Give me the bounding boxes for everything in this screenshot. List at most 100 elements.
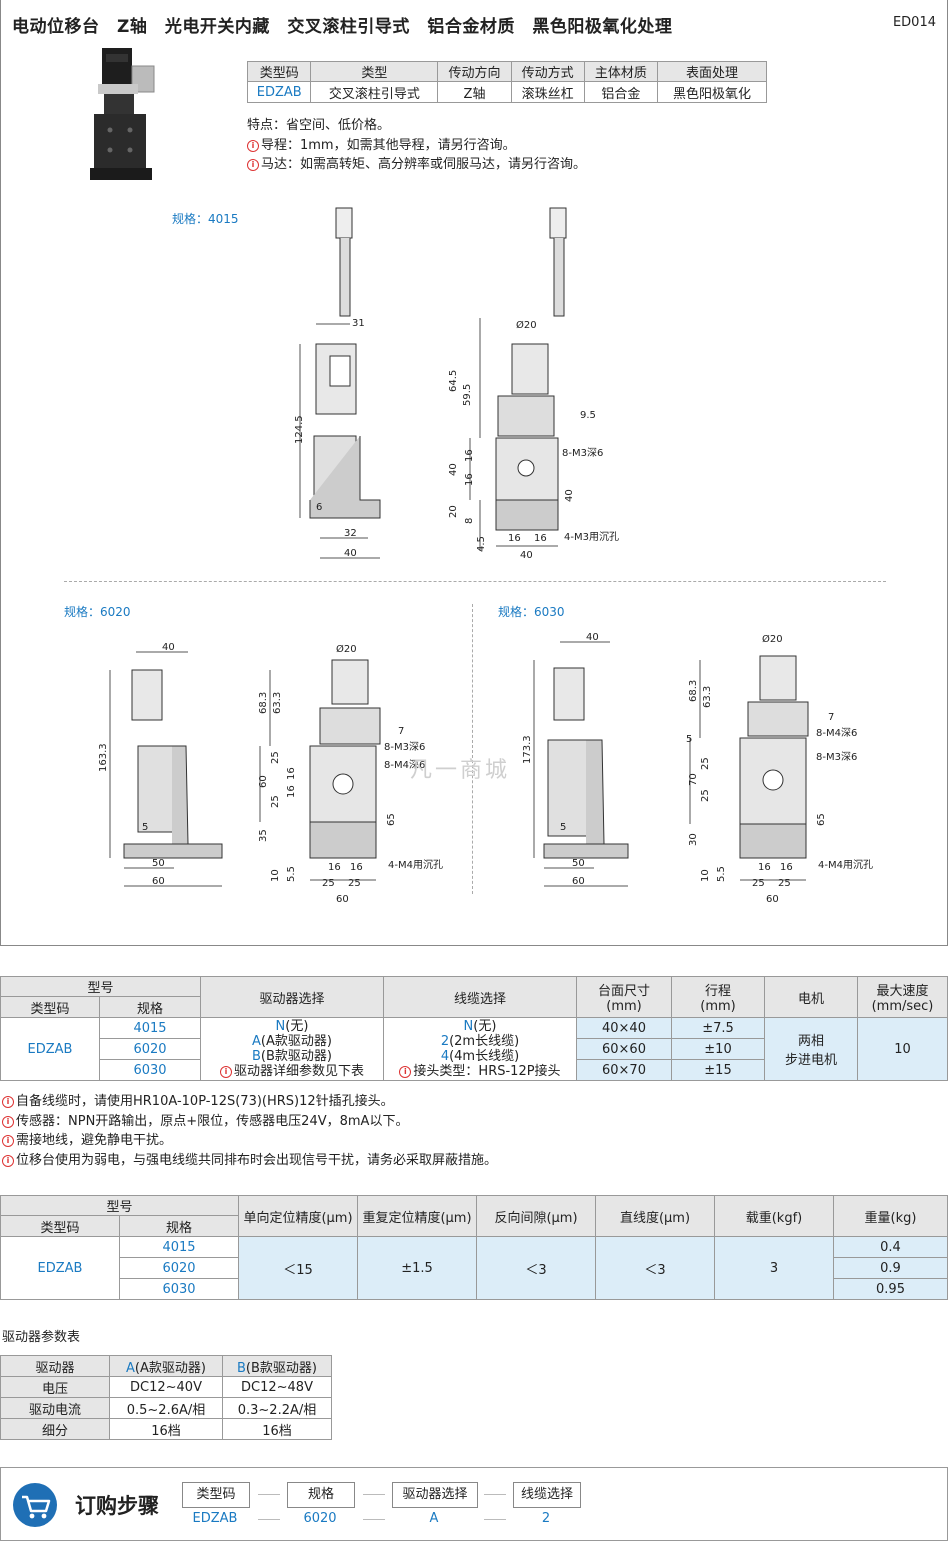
spec-value: 黑色阳极氧化 — [656, 81, 768, 103]
dim-label: 5 — [142, 822, 148, 833]
spec-cell: 6020 — [119, 1257, 239, 1279]
dim-label: 25 — [752, 878, 765, 889]
dim-label: 60 — [336, 894, 349, 905]
dim-label: 4-M4用沉孔 — [388, 858, 443, 871]
info-icon: i — [2, 1154, 14, 1167]
row-label: 驱动电流 — [0, 1397, 110, 1419]
feature-line: 特点：省空间、低价格。 — [247, 118, 391, 133]
dim-label: Ø20 — [762, 633, 783, 645]
catalog-code: ED014 — [892, 15, 936, 30]
info-icon: i — [219, 1066, 232, 1078]
dim-label: 60 — [258, 775, 269, 788]
step-connector — [258, 1494, 280, 1495]
dim-label: 25 — [348, 878, 361, 889]
driver-params-table: 驱动器 A(A款驱动器) B(B款驱动器) 电压 DC12~40V DC12~4… — [0, 1355, 332, 1440]
dim-label: 5.5 — [286, 866, 297, 882]
dim-label: 5.5 — [716, 866, 727, 882]
param-value: 0.5~2.6A/相 — [109, 1397, 223, 1419]
dim-label: 8-M3深6 — [816, 751, 857, 763]
info-icon: i — [2, 1135, 14, 1147]
row-label: 电压 — [0, 1376, 110, 1398]
stroke: ±7.5 — [671, 1017, 765, 1039]
dim-label: 68.3 — [258, 692, 269, 714]
order-example: 2 — [541, 1511, 551, 1526]
dim-label: 8-M4深6 — [384, 759, 425, 771]
type-code: EDZAB — [0, 1017, 100, 1081]
dim-label: 16 — [758, 862, 771, 873]
dim-label: 16 — [508, 533, 521, 544]
max-speed: 10 — [857, 1017, 948, 1081]
dim-label: 16 — [350, 862, 363, 873]
order-example: A — [429, 1511, 439, 1526]
step-connector — [363, 1519, 385, 1520]
dim-label: 40 — [520, 550, 533, 561]
driver-params-title: 驱动器参数表 — [2, 1330, 81, 1345]
col-header: 类型码 — [0, 1215, 120, 1237]
page-title: 电动位移台 Z轴 光电开关内藏 交叉滚柱引导式 铝合金材质 黑色阳极氧化处理 — [12, 17, 673, 37]
spec-label-6020: 规格：6020 — [64, 605, 131, 619]
dim-label: 40 — [586, 632, 599, 643]
dim-label: 8-M3深6 — [562, 447, 603, 459]
dim-label: 40 — [162, 642, 175, 653]
order-steps-panel — [0, 1467, 948, 1541]
dim-label: 35 — [258, 829, 269, 842]
dim-label: 20 — [448, 505, 459, 518]
dim-label: 173.3 — [522, 735, 533, 764]
dim-label: 16 — [464, 473, 475, 486]
dim-label: 65 — [386, 813, 397, 826]
param-value: 16档 — [222, 1418, 332, 1440]
dim-label: 16 — [534, 533, 547, 544]
drawing-6020-front: Ø20 68.3 63.3 7 8-M3深6 8-M4深6 25 60 16 1… — [258, 643, 443, 905]
backlash: ＜3 — [476, 1236, 596, 1300]
stroke: ±15 — [671, 1059, 765, 1081]
param-value: DC12~48V — [222, 1376, 332, 1398]
spec-value: 滚珠丝杠 — [510, 81, 585, 103]
info-icon: i — [247, 159, 259, 171]
dim-label: 25 — [700, 789, 711, 802]
dim-label: Ø20 — [336, 643, 357, 655]
spec-header: 主体材质 — [583, 61, 658, 82]
dim-label: 16 — [328, 862, 341, 873]
dim-label: 31 — [352, 318, 365, 329]
dim-label: 63.3 — [702, 686, 713, 708]
dim-label: Ø20 — [516, 319, 537, 331]
top-section-frame — [0, 0, 948, 946]
info-icon: i — [247, 139, 259, 152]
dim-label: 40 — [344, 548, 357, 559]
spec-header: 类型 — [310, 61, 439, 82]
repeat-accuracy: ±1.5 — [357, 1236, 477, 1300]
spec-cell: 4015 — [119, 1236, 239, 1258]
dim-label: 50 — [572, 858, 585, 869]
order-step-box: 类型码 — [182, 1482, 250, 1508]
spec-header: 表面处理 — [656, 61, 768, 82]
drawing-4015-front: Ø20 64.5 59.5 9.5 8-M3深6 40 16 16 40 20 … — [448, 207, 619, 561]
dim-label: 8 — [464, 518, 475, 524]
precision-table: 型号 单向定位精度(μm) 重复定位精度(μm) 反向间隙(μm) 直线度(μm… — [0, 1195, 948, 1300]
dim-label: 10 — [700, 869, 711, 882]
spec-label-4015: 规格：4015 — [172, 212, 239, 226]
spec-header: 传动方式 — [510, 61, 585, 82]
info-icon: i — [2, 1096, 14, 1108]
dim-label: 25 — [270, 795, 281, 808]
spec-label-6030: 规格：6030 — [498, 605, 565, 619]
step-connector — [484, 1519, 506, 1520]
col-header: 驱动器选择 — [200, 976, 384, 1018]
step-connector — [484, 1494, 506, 1495]
order-step-box: 驱动器选择 — [392, 1482, 478, 1508]
dim-label: 60 — [572, 876, 585, 887]
col-header: 规格 — [99, 996, 201, 1018]
col-header: 直线度(μm) — [595, 1195, 715, 1237]
type-code: EDZAB — [0, 1236, 120, 1300]
weight: 0.4 — [833, 1236, 948, 1258]
dim-label: 32 — [344, 528, 357, 539]
drawing-4015-side: 31 124.5 6 32 40 — [294, 207, 381, 559]
dim-label: 7 — [828, 712, 834, 723]
load: 3 — [714, 1236, 834, 1300]
order-step-box: 线缆选择 — [513, 1482, 581, 1508]
param-value: 16档 — [109, 1418, 223, 1440]
info-icon: i — [2, 1115, 14, 1128]
